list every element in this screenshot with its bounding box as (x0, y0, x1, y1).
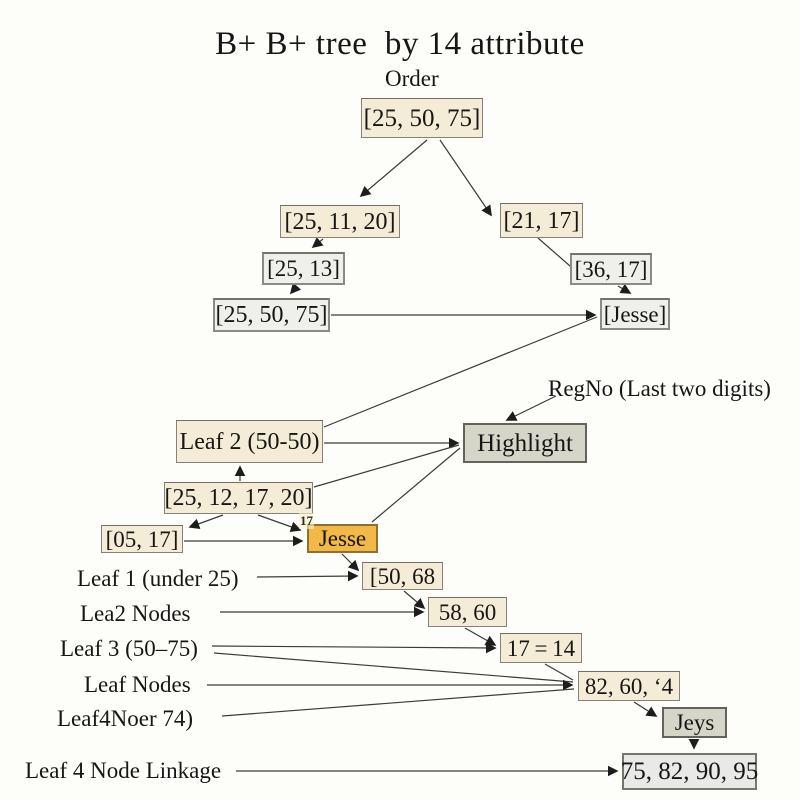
node-jesse-top: [Jesse] (600, 298, 670, 330)
label-leaf3: Leaf 3 (50–75) (60, 636, 198, 661)
node-50-68: [50, 68 (362, 562, 443, 590)
connector-leaf2-to-jesse-top (323, 316, 598, 428)
connector-25-13-to-25-50-75 (289, 282, 302, 295)
node-root: [25, 50, 75] (361, 98, 483, 138)
connector-58-60-to-17-14 (464, 627, 497, 646)
node-highlight: Highlight (463, 423, 587, 463)
node-25-13: [25, 13] (262, 252, 345, 285)
connector-jesse-to-highlight (371, 447, 461, 523)
connector-root-to-25-11-20 (359, 139, 428, 198)
label-lea2-nodes: Lea2 Nodes (80, 601, 191, 626)
label-leaf4-node-linkage: Leaf 4 Node Linkage (25, 758, 222, 783)
connector-50-68-to-58-60 (403, 590, 426, 610)
connector-36-17-to-jesse-top (617, 283, 632, 294)
connector-82-60-to-jeys (633, 701, 658, 717)
node-jeys: Jeys (662, 707, 727, 738)
node-82-60-4: 82, 60, ‘4 (578, 671, 680, 701)
connector-jesse-to-50-68 (341, 553, 360, 572)
connector-25-12-17-20-to-highlight (313, 444, 460, 488)
node-leaf2: Leaf 2 (50-50) (176, 420, 323, 463)
connector-21-17-to-36-17 (537, 237, 571, 267)
label-leaf4noer: Leaf4Noer 74) (57, 706, 194, 731)
connector-17-14-to-82-60 (544, 663, 574, 681)
node-21-17: [21, 17] (500, 203, 583, 238)
connector-25-12-17-20-to-jesse (257, 514, 302, 532)
node-25-12-17-20: [25, 12, 17, 20] (164, 482, 313, 514)
node-25-50-75-second: [25, 50, 75] (213, 298, 330, 332)
connector-leaf3-to-17-14 (211, 642, 497, 654)
node-25-11-20: [25, 11, 20] (280, 205, 400, 238)
node-05-17: [05, 17] (101, 525, 183, 553)
diagram-title: B+ B+ tree by 14 attribute (215, 26, 585, 62)
connector-leaf4noer-to-82-60 (221, 688, 575, 717)
node-36-17: [36, 17] (570, 253, 652, 285)
regno-label: RegNo (Last two digits) (548, 376, 771, 401)
connector-25-12-17-20-to-05-17 (188, 514, 224, 529)
order-label: Order (385, 66, 439, 91)
node-75-82-90-95: 75, 82, 90, 95 (621, 753, 758, 790)
label-leaf1: Leaf 1 (under 25) (77, 566, 239, 591)
node-58-60: 58, 60 (428, 597, 507, 627)
connector-leaf1-to-50-68 (256, 570, 359, 582)
node-jesse-highlighted: Jesse (307, 524, 378, 553)
connector-root-to-21-17 (439, 139, 492, 217)
node-17-14: 17 = 14 (500, 633, 582, 663)
jesse-corner-mark: 17 (299, 513, 314, 529)
label-leaf-nodes: Leaf Nodes (84, 672, 191, 697)
connector-25-11-20-to-25-13 (311, 237, 324, 249)
